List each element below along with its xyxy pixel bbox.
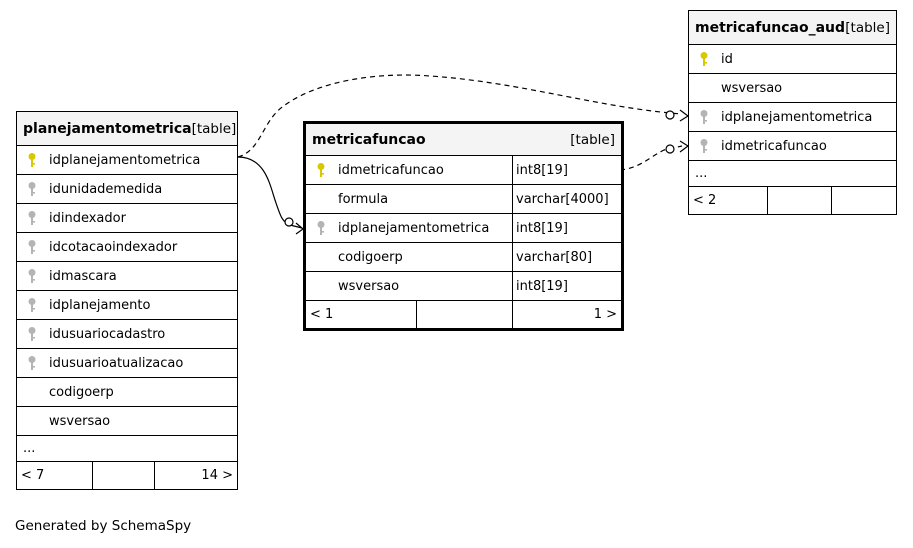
primary-key-icon bbox=[699, 51, 709, 67]
table-planejamentometrica[interactable]: planejamentometrica [table] idplanejamen… bbox=[16, 111, 238, 490]
relationship-planejamentometrica-metricafuncao bbox=[237, 156, 303, 229]
optional-circle bbox=[665, 144, 675, 154]
table-name: metricafuncao bbox=[312, 131, 426, 148]
foreign-key-icon bbox=[27, 326, 37, 342]
column-name: wsversao bbox=[49, 413, 111, 429]
foreign-key-icon bbox=[27, 297, 37, 313]
column-type: varchar[4000] bbox=[512, 185, 617, 213]
column-row[interactable]: idplanejamentometrica int8[19] bbox=[306, 214, 621, 243]
foreign-key-icon bbox=[27, 181, 37, 197]
optional-circle bbox=[284, 217, 294, 227]
column-name: idunidademedida bbox=[49, 181, 163, 197]
table-tag: [table] bbox=[570, 131, 615, 148]
column-row[interactable]: idmascara bbox=[17, 262, 237, 291]
parents-count[interactable]: < 7 bbox=[21, 468, 45, 483]
foreign-key-icon bbox=[27, 268, 37, 284]
table-footer: < 7 14 > bbox=[17, 462, 237, 489]
column-name: idmetricafuncao bbox=[721, 138, 827, 154]
primary-key-icon bbox=[27, 152, 37, 168]
parents-count[interactable]: < 1 bbox=[310, 307, 334, 322]
table-footer: < 1 1 > bbox=[306, 301, 621, 328]
column-type: int8[19] bbox=[512, 214, 617, 242]
column-name: idusuarioatualizacao bbox=[49, 355, 184, 371]
column-row[interactable]: idcotacaoindexador bbox=[17, 233, 237, 262]
column-name: idusuariocadastro bbox=[49, 326, 166, 342]
column-name: idindexador bbox=[49, 210, 126, 226]
column-name: formula bbox=[338, 191, 389, 207]
more-columns: ... bbox=[689, 161, 896, 187]
primary-key-icon bbox=[316, 162, 326, 178]
foreign-key-icon bbox=[699, 138, 709, 154]
table-metricafuncao-aud[interactable]: metricafuncao_aud [table] id wsversao idpl… bbox=[688, 10, 897, 215]
column-name: idplanejamento bbox=[49, 297, 151, 313]
children-count[interactable]: 1 > bbox=[593, 307, 617, 322]
column-name: idplanejamentometrica bbox=[721, 109, 873, 125]
foreign-key-icon bbox=[316, 220, 326, 236]
column-row[interactable]: idindexador bbox=[17, 204, 237, 233]
column-name: id bbox=[721, 51, 733, 67]
column-name: idplanejamentometrica bbox=[338, 220, 490, 236]
column-type: varchar[80] bbox=[512, 243, 617, 271]
column-type: int8[19] bbox=[512, 272, 617, 300]
column-name: wsversao bbox=[338, 278, 400, 294]
column-row[interactable]: formula varchar[4000] bbox=[306, 185, 621, 214]
table-name: planejamentometrica bbox=[23, 120, 192, 137]
parents-count[interactable]: < 2 bbox=[693, 193, 717, 208]
optional-circle bbox=[665, 110, 675, 120]
column-row[interactable]: codigoerp bbox=[17, 378, 237, 407]
column-name: wsversao bbox=[721, 80, 783, 96]
foreign-key-icon bbox=[699, 109, 709, 125]
column-row[interactable]: idusuarioatualizacao bbox=[17, 349, 237, 378]
table-tag: [table] bbox=[191, 120, 237, 137]
table-metricafuncao[interactable]: metricafuncao [table] idmetricafuncao int… bbox=[303, 121, 624, 331]
crowfoot bbox=[295, 222, 304, 235]
column-row[interactable]: idunidademedida bbox=[17, 175, 237, 204]
column-row[interactable]: wsversao bbox=[17, 407, 237, 436]
column-row[interactable]: codigoerp varchar[80] bbox=[306, 243, 621, 272]
column-name: idplanejamentometrica bbox=[49, 152, 201, 168]
column-name: idmetricafuncao bbox=[338, 162, 444, 178]
table-header: metricafuncao_aud [table] bbox=[689, 11, 896, 45]
column-row[interactable]: id bbox=[689, 45, 896, 74]
column-row[interactable]: wsversao bbox=[689, 74, 896, 103]
children-count[interactable]: 14 > bbox=[201, 468, 233, 483]
foreign-key-icon bbox=[27, 239, 37, 255]
column-row[interactable]: wsversao int8[19] bbox=[306, 272, 621, 301]
foreign-key-icon bbox=[27, 210, 37, 226]
table-name: metricafuncao_aud bbox=[695, 19, 846, 36]
column-row[interactable]: idplanejamentometrica bbox=[17, 146, 237, 175]
column-name: codigoerp bbox=[49, 384, 114, 400]
table-header: metricafuncao [table] bbox=[306, 124, 621, 156]
column-name: idcotacaoindexador bbox=[49, 239, 178, 255]
more-columns: ... bbox=[17, 436, 237, 462]
column-row[interactable]: idmetricafuncao int8[19] bbox=[306, 156, 621, 185]
table-footer: < 2 bbox=[689, 187, 896, 214]
column-type: int8[19] bbox=[512, 156, 617, 184]
crowfoot bbox=[679, 109, 689, 122]
relationship-metricafuncao-metricafuncao-aud bbox=[619, 145, 683, 171]
foreign-key-icon bbox=[27, 355, 37, 371]
column-row[interactable]: idusuariocadastro bbox=[17, 320, 237, 349]
column-name: codigoerp bbox=[338, 249, 403, 265]
column-row[interactable]: idplanejamento bbox=[17, 291, 237, 320]
table-tag: [table] bbox=[845, 19, 890, 36]
column-row[interactable]: idmetricafuncao bbox=[689, 132, 896, 161]
generated-by-caption: Generated by SchemaSpy bbox=[15, 518, 192, 534]
column-name: idmascara bbox=[49, 268, 117, 284]
table-header: planejamentometrica [table] bbox=[17, 112, 237, 146]
crowfoot bbox=[679, 140, 689, 153]
column-row[interactable]: idplanejamentometrica bbox=[689, 103, 896, 132]
relationship-planejamentometrica-metricafuncao-aud bbox=[237, 74, 683, 158]
